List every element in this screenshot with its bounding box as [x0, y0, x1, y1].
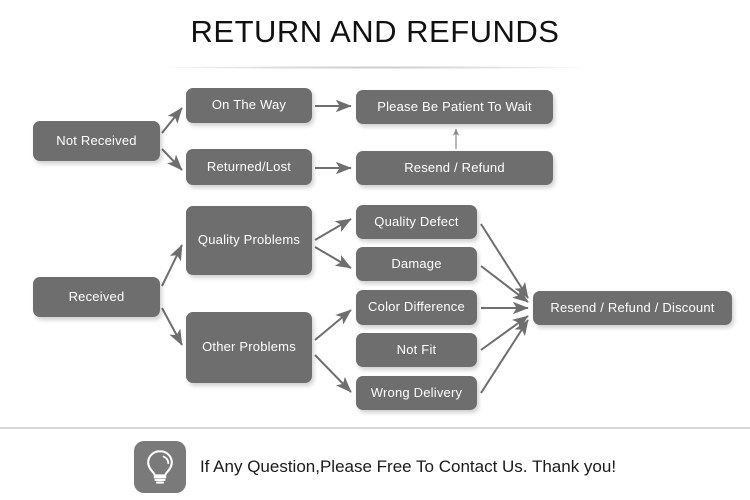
node-wrong-delivery[interactable]: Wrong Delivery [356, 376, 477, 410]
edge-wrong-delivery-to-final [480, 319, 529, 394]
edge-other-problems-to-color-difference [314, 309, 352, 341]
node-not-fit[interactable]: Not Fit [356, 333, 477, 367]
title-divider [163, 66, 587, 69]
lightbulb-icon [133, 440, 186, 493]
footer-text: If Any Question,Please Free To Contact U… [199, 456, 617, 476]
footer: If Any Question,Please Free To Contact U… [0, 433, 750, 500]
edge-not-received-to-on-the-way [161, 107, 183, 134]
edge-received-to-quality-problems [161, 244, 183, 287]
flowchart: Not Received On The Way Returned/Lost Pl… [33, 88, 732, 410]
edge-quality-problems-to-damage [314, 246, 352, 269]
edge-received-to-other-problems [161, 307, 183, 346]
edge-damage-to-final [480, 265, 529, 303]
node-received[interactable]: Received [33, 277, 160, 317]
node-please-be-patient-to-wait[interactable]: Please Be Patient To Wait [356, 90, 553, 124]
node-quality-problems[interactable]: Quality Problems [186, 206, 312, 275]
page-title: RETURN AND REFUNDS [190, 14, 560, 49]
edge-quality-problems-to-quality-defect [314, 218, 352, 241]
node-resend-refund[interactable]: Resend / Refund [356, 151, 553, 185]
edge-not-received-to-returned-lost [161, 148, 183, 171]
edge-not-fit-to-final [480, 315, 529, 351]
node-resend-refund-discount[interactable]: Resend / Refund / Discount [533, 291, 732, 325]
node-not-received[interactable]: Not Received [33, 121, 160, 161]
footer-divider [0, 427, 750, 429]
node-color-difference[interactable]: Color Difference [356, 290, 477, 325]
edge-other-problems-to-wrong-delivery [314, 354, 352, 393]
flowchart-arrows [161, 99, 529, 394]
edge-quality-defect-to-final [480, 223, 529, 299]
node-quality-defect[interactable]: Quality Defect [356, 205, 477, 239]
node-on-the-way[interactable]: On The Way [186, 88, 312, 123]
node-damage[interactable]: Damage [356, 247, 477, 281]
node-returned-lost[interactable]: Returned/Lost [186, 149, 312, 185]
node-other-problems[interactable]: Other Problems [186, 312, 312, 383]
